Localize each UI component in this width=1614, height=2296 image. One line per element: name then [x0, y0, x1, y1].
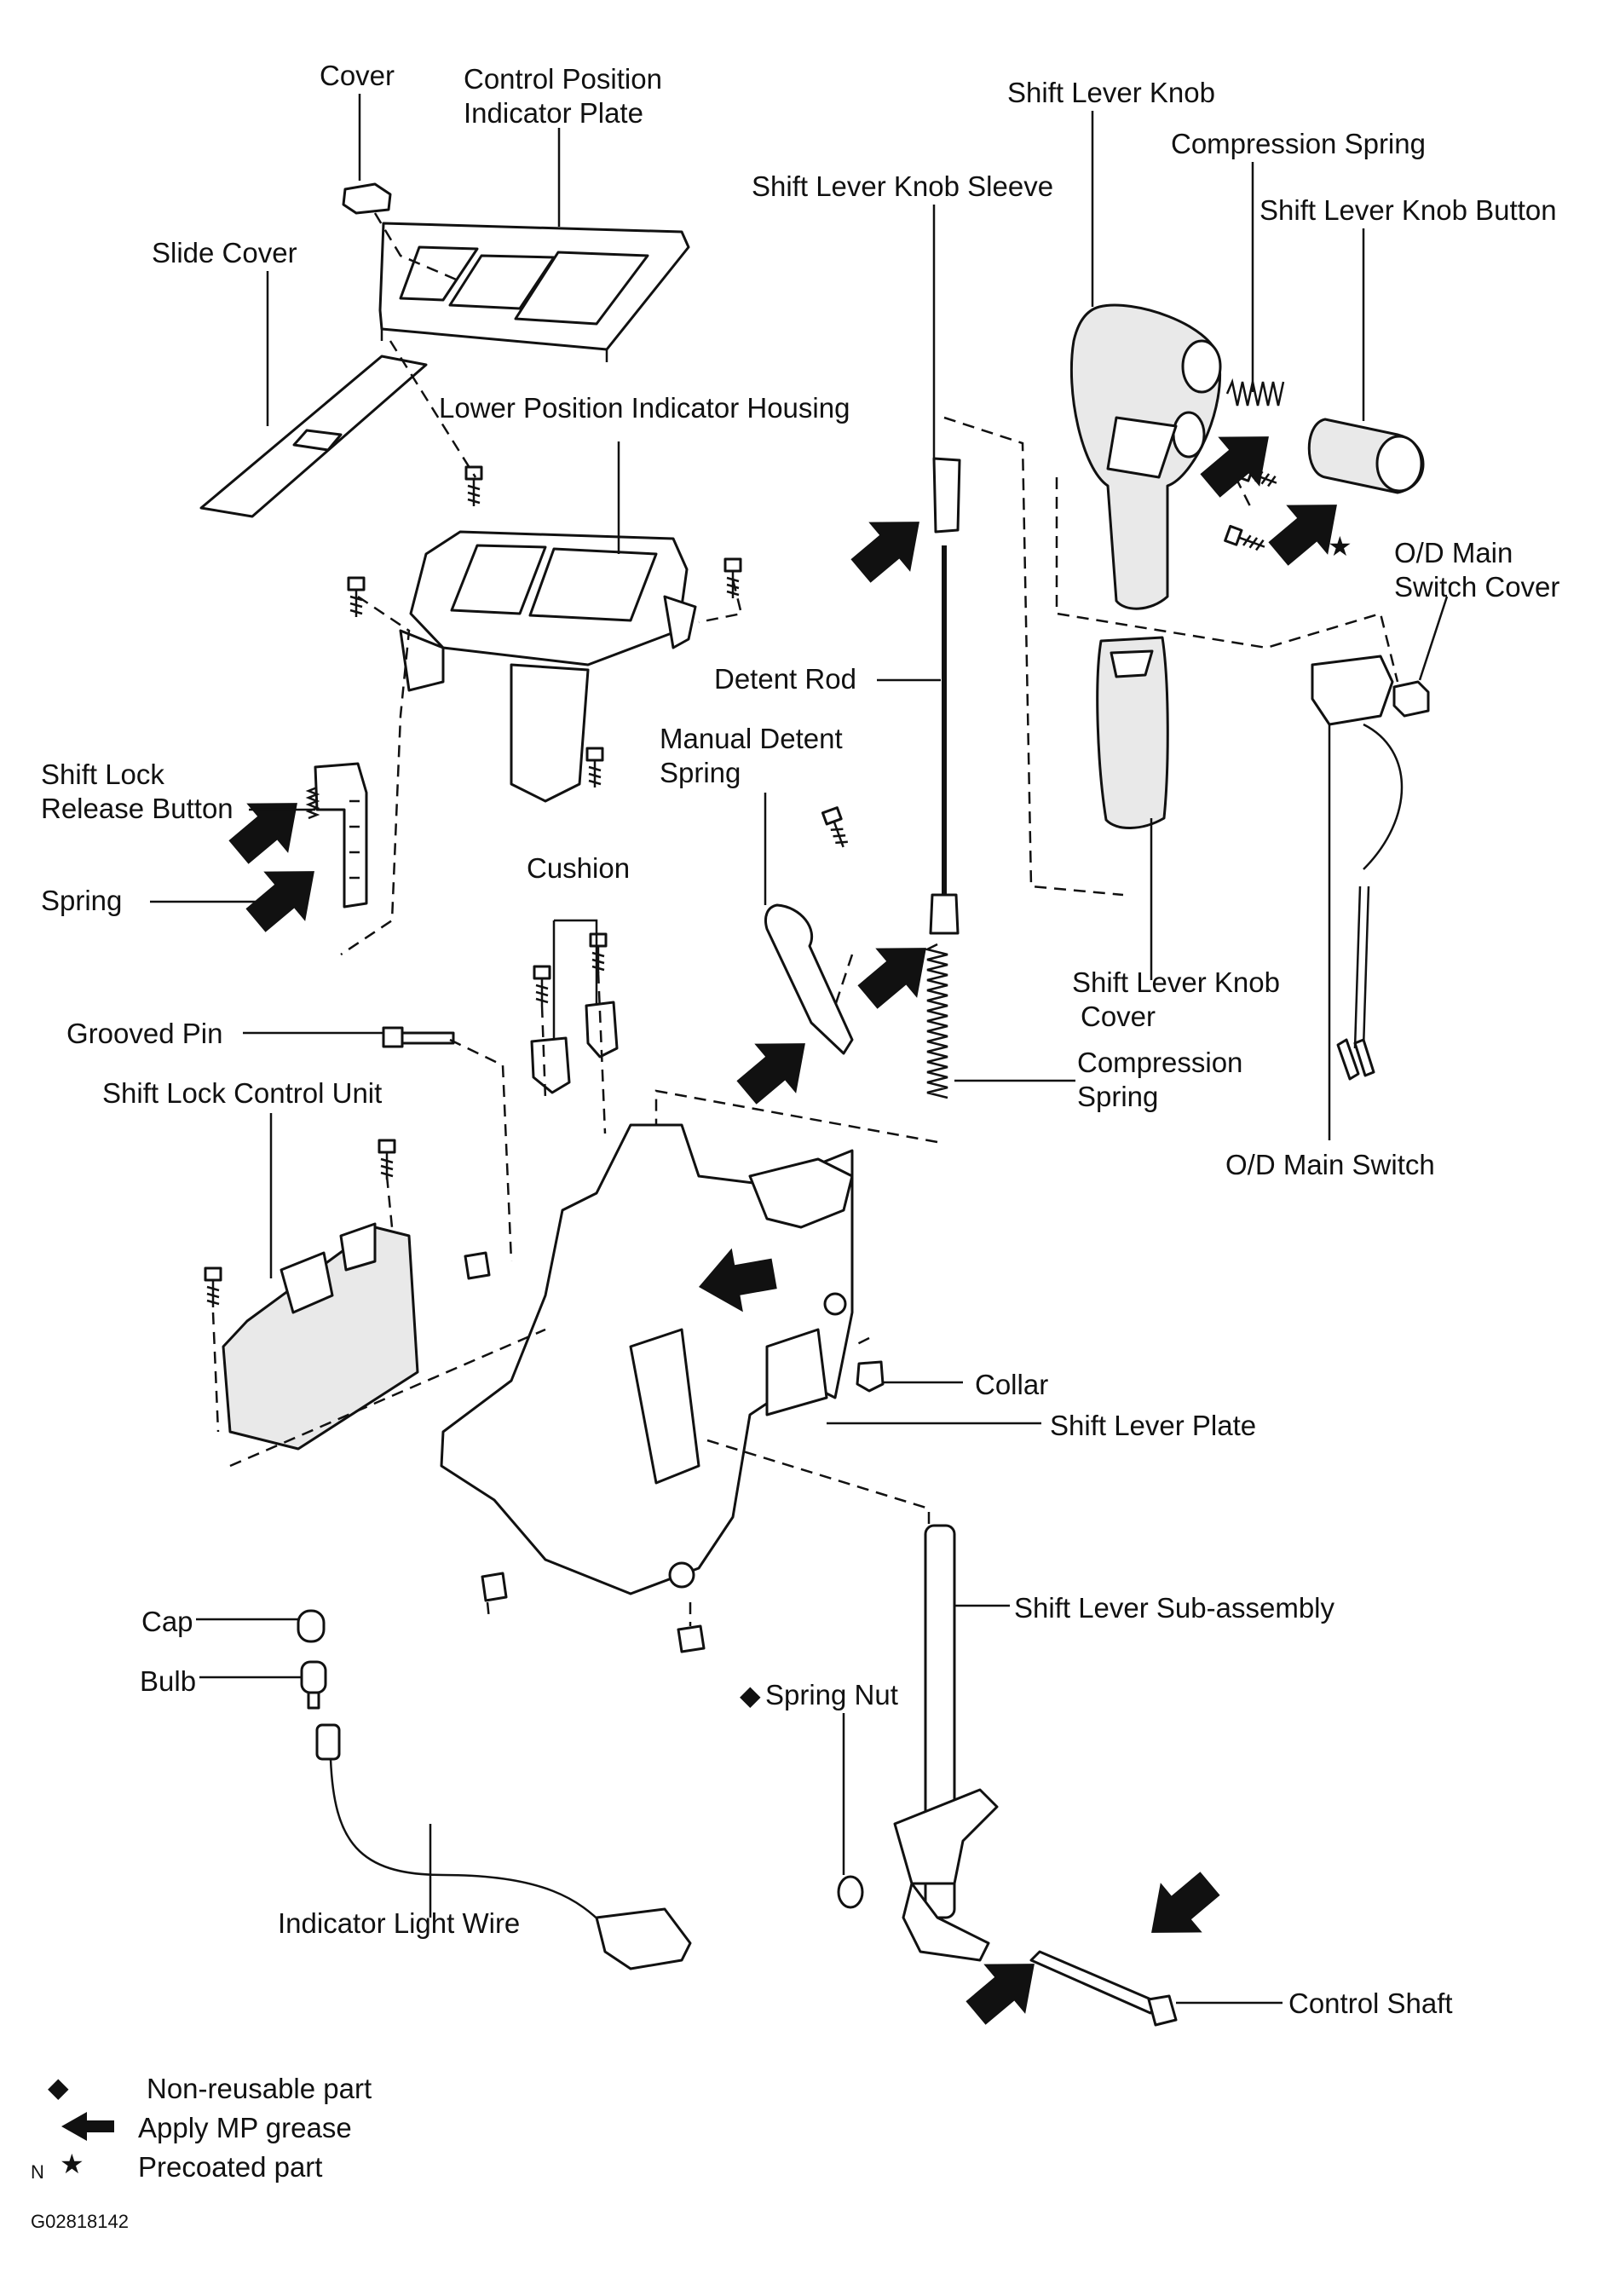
- od-main-switch-cover-label-1: O/D Main: [1394, 537, 1513, 568]
- compression-spring-top-part: [1225, 378, 1285, 407]
- shift-lever-knob-cover: [1096, 636, 1169, 829]
- bulb-part: [300, 1660, 327, 1710]
- grooved-pin-label: Grooved Pin: [66, 1018, 223, 1049]
- spring-nut-label: Spring Nut: [765, 1679, 898, 1710]
- shift-lever-knob-button-label: Shift Lever Knob Button: [1259, 194, 1557, 226]
- release-spring: [305, 786, 320, 820]
- control-position-indicator-plate-label-2: Indicator Plate: [464, 97, 643, 129]
- spring-label: Spring: [41, 885, 123, 916]
- legend-non-reusable-text: Non-reusable part: [147, 2073, 372, 2104]
- cushion-label: Cushion: [527, 852, 631, 884]
- lower-position-indicator-housing-label: Lower Position Indicator Housing: [439, 392, 850, 424]
- compression-spring-bottom-label-1: Compression: [1077, 1047, 1243, 1078]
- collar-part: [856, 1360, 885, 1393]
- lower-position-indicator-housing: [399, 530, 697, 803]
- od-main-switch-cover-label-2: Switch Cover: [1394, 571, 1560, 603]
- leader-lines: [150, 94, 1449, 2005]
- shift-lock-release-button: [314, 762, 368, 909]
- manual-detent-spring-label-2: Spring: [660, 757, 741, 788]
- corner-mark: N: [31, 2161, 44, 2183]
- manual-detent-spring-part: [764, 903, 854, 1055]
- shift-lever-knob: [1069, 303, 1222, 610]
- od-main-switch-label: O/D Main Switch: [1225, 1149, 1435, 1180]
- cap-label: Cap: [141, 1606, 193, 1637]
- control-shaft-part: [1029, 1950, 1178, 2027]
- spring-nut-part: [837, 1875, 864, 1909]
- shift-lever-sub-assembly-part: [893, 1524, 999, 1962]
- manual-detent-spring-label-1: Manual Detent: [660, 723, 843, 754]
- shift-lever-knob-sleeve: [932, 457, 961, 534]
- compression-spring-bottom-part: [924, 943, 948, 1099]
- compression-spring-top-label: Compression Spring: [1171, 128, 1426, 159]
- control-position-indicator-plate-label-1: Control Position: [464, 63, 662, 95]
- assembly-lines: [211, 212, 1399, 1626]
- cap-part: [297, 1609, 326, 1643]
- control-position-indicator-plate: [378, 222, 690, 362]
- shift-lever-knob-cover-label-1: Shift Lever Knob: [1072, 966, 1280, 998]
- od-main-switch-part: [1311, 655, 1404, 1081]
- legend-grease-arrow: [61, 2112, 114, 2141]
- collar-label: Collar: [975, 1369, 1049, 1400]
- bulb-label: Bulb: [140, 1665, 197, 1697]
- cushion-part: [530, 1001, 619, 1094]
- legend-precoated-symbol: ★: [60, 2148, 84, 2180]
- non-reusable-symbol-spring-nut: ◆: [740, 1679, 761, 1711]
- od-main-switch-cover-part: [1392, 680, 1430, 718]
- shift-lever-knob-sleeve-label: Shift Lever Knob Sleeve: [752, 170, 1054, 202]
- slide-cover-label: Slide Cover: [152, 237, 297, 268]
- precoated-star-symbol: ★: [1328, 530, 1352, 562]
- shift-lever-knob-label: Shift Lever Knob: [1007, 77, 1215, 108]
- cover-part: [342, 182, 392, 215]
- shift-lock-control-unit-label: Shift Lock Control Unit: [102, 1077, 383, 1109]
- slide-cover-part: [199, 355, 428, 518]
- shift-lock-control-unit-part: [222, 1222, 419, 1451]
- shift-lever-knob-button: [1307, 418, 1425, 494]
- figure-code: G02818142: [31, 2211, 129, 2232]
- detent-rod-label: Detent Rod: [714, 663, 856, 695]
- legend-non-reusable-symbol: ◆: [48, 2071, 69, 2103]
- indicator-light-wire-label: Indicator Light Wire: [278, 1907, 521, 1939]
- shift-lever-plate-label: Shift Lever Plate: [1050, 1410, 1257, 1441]
- cover-label: Cover: [320, 60, 395, 91]
- indicator-light-wire-part: [315, 1723, 692, 1970]
- grooved-pin-part: [382, 1026, 455, 1048]
- legend-precoated-text: Precoated part: [138, 2151, 323, 2183]
- compression-spring-bottom-label-2: Spring: [1077, 1081, 1159, 1112]
- shift-lock-release-button-label-2: Release Button: [41, 793, 233, 824]
- legend-apply-grease-text: Apply MP grease: [138, 2112, 352, 2143]
- shift-lever-plate-part: [440, 1123, 854, 1595]
- shift-lock-release-button-label-1: Shift Lock: [41, 759, 164, 790]
- detent-rod-part: [929, 545, 960, 935]
- control-shaft-label: Control Shaft: [1288, 1987, 1453, 2019]
- shift-lever-sub-assembly-label: Shift Lever Sub-assembly: [1014, 1592, 1335, 1624]
- shift-lever-knob-cover-label-2: Cover: [1081, 1001, 1156, 1032]
